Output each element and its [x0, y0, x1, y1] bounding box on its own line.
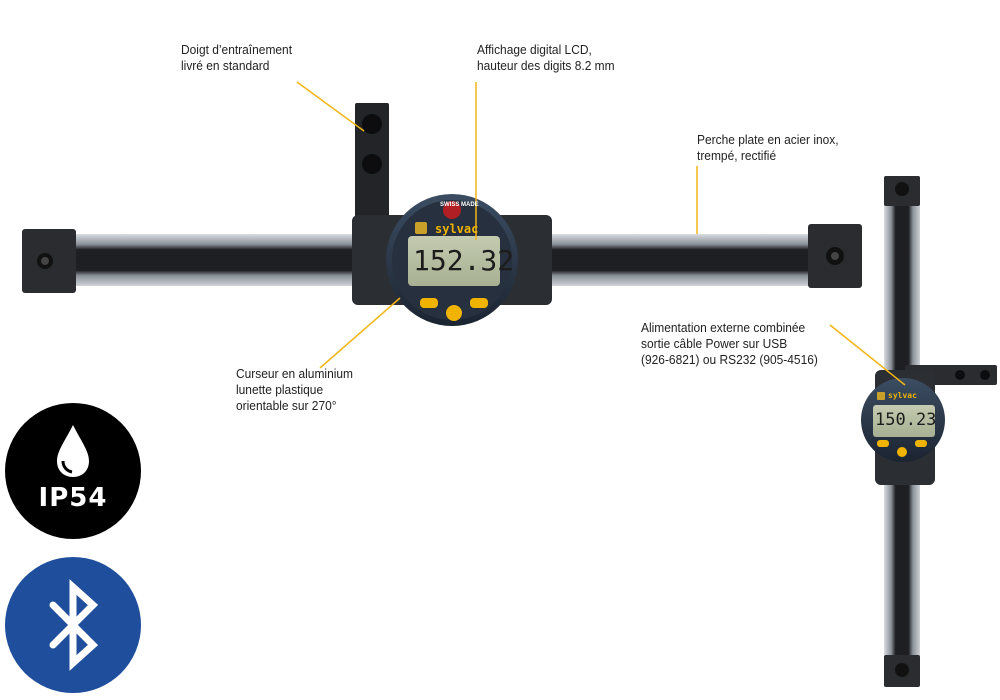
callout-power-line3: (926-6821) ou RS232 (905-4516) — [641, 352, 818, 367]
ip54-badge: IP54 — [5, 403, 141, 539]
callout-display-line1: Affichage digital LCD, — [477, 42, 592, 57]
leader-power — [829, 324, 906, 386]
main-reading: 152.32 — [413, 244, 515, 277]
callout-cursor: Curseur en aluminium lunette plastique o… — [236, 366, 353, 414]
water-drop-icon — [57, 425, 89, 477]
cursor-body — [352, 194, 552, 326]
callout-power-line2: sortie câble Power sur USB — [641, 336, 788, 351]
callout-finger: Doigt d’entraînement livré en standard — [181, 42, 292, 74]
callout-display-line2: hauteur des digits 8.2 mm — [477, 58, 615, 73]
callout-power-line1: Alimentation externe combinée — [641, 320, 806, 335]
bluetooth-badge — [5, 557, 141, 693]
callout-cursor-line2: lunette plastique — [236, 382, 324, 397]
callout-cursor-line1: Curseur en aluminium — [236, 366, 353, 381]
callout-beam: Perche plate en acier inox, trempé, rect… — [697, 132, 839, 164]
small-lcd — [873, 405, 935, 437]
ip-rating: IP54 — [38, 483, 108, 513]
brand-logo: sylvac — [435, 222, 479, 236]
callout-display: Affichage digital LCD, hauteur des digit… — [477, 42, 615, 74]
callout-beam-line2: trempé, rectifié — [697, 148, 777, 163]
callout-beam-line1: Perche plate en acier inox, — [697, 132, 839, 147]
small-reading-frame: 150.23 — [875, 408, 937, 432]
callout-finger-line2: livré en standard — [181, 58, 270, 73]
small-reading: 150.23 — [875, 410, 937, 430]
main-reading-frame: 152.32 — [413, 243, 515, 279]
leader-cursor — [319, 297, 401, 369]
leader-finger — [296, 81, 365, 132]
main-lcd — [408, 236, 500, 286]
bluetooth-icon — [49, 579, 99, 671]
small-brand-logo: sylvac — [888, 391, 917, 400]
swiss-made-badge: SWISS MADE — [440, 202, 479, 208]
callout-power: Alimentation externe combinée sortie câb… — [641, 320, 818, 368]
callout-finger-line1: Doigt d’entraînement — [181, 42, 293, 57]
callout-lines — [296, 81, 906, 386]
vertical-device — [861, 176, 997, 687]
callout-cursor-line3: orientable sur 270° — [236, 398, 337, 413]
